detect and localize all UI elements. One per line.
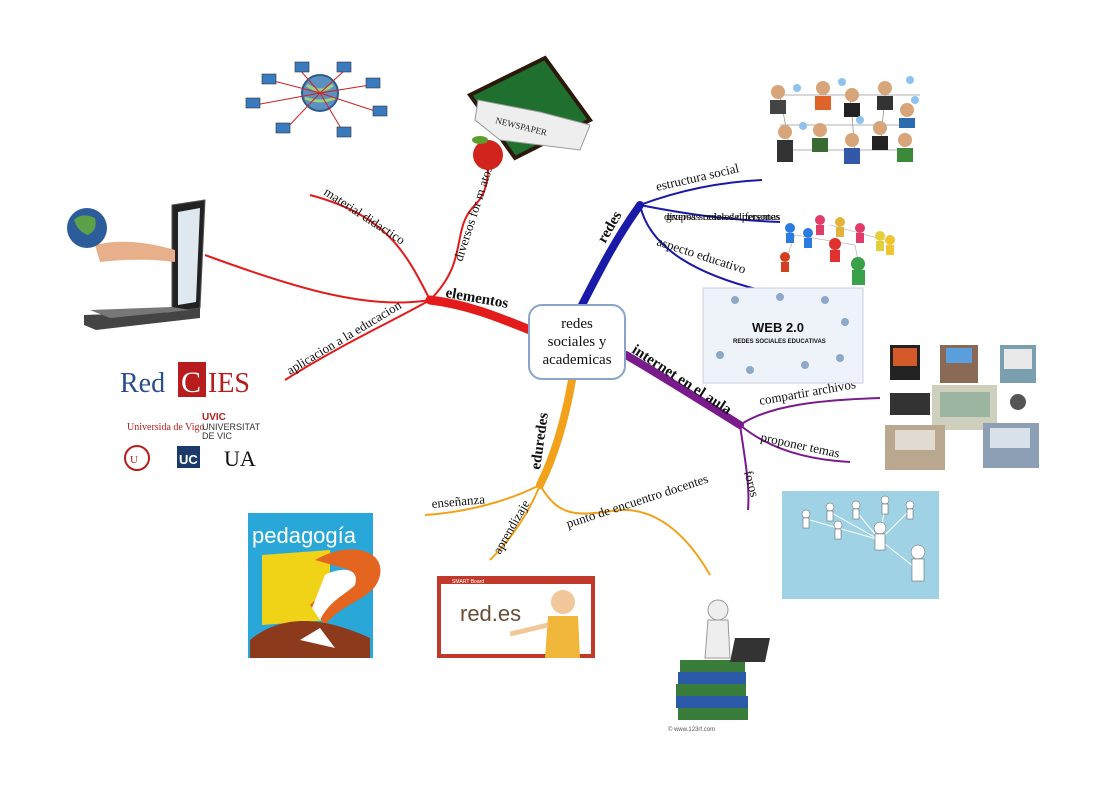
branch-redes-main bbox=[578, 201, 644, 309]
univ-vigo-text: Universida de Vigo bbox=[127, 422, 205, 433]
node-diversos-formatos: diversos for m atos bbox=[451, 164, 496, 263]
network-computers-image bbox=[245, 61, 388, 138]
web20-subtitle: REDES SOCIALES EDUCATIVAS bbox=[733, 339, 826, 345]
people-network-image bbox=[765, 73, 920, 168]
node-punto-encuentro: punto de encuentro docentes bbox=[564, 471, 710, 531]
branch-eduredes: eduredes enseñanza aprendizaje punto de … bbox=[424, 376, 711, 576]
pedagogia-image: pedagogía bbox=[248, 513, 381, 658]
connector-aspecto-educativo bbox=[639, 204, 761, 291]
branch-internet-main bbox=[622, 351, 744, 429]
redcies-red-text: Red bbox=[120, 368, 165, 399]
node-ensenanza: enseñanza bbox=[431, 491, 486, 511]
connector-proponer bbox=[739, 424, 851, 463]
connector-material-didactico bbox=[309, 194, 431, 301]
copyright-text: © www.123rf.com bbox=[668, 726, 715, 733]
connector-compartir bbox=[739, 397, 881, 426]
connector-laptop bbox=[204, 254, 431, 304]
node-foros: foros bbox=[741, 469, 762, 499]
pedagogia-text: pedagogía bbox=[252, 523, 357, 548]
uvic-head-text: UVIC bbox=[202, 412, 226, 423]
redes-board-text: red.es bbox=[460, 601, 521, 626]
redcies-ies-text: IES bbox=[208, 368, 250, 399]
connector-aprendizaje bbox=[489, 484, 541, 561]
laptop-globe-image bbox=[67, 199, 206, 330]
connector-estructura-social bbox=[639, 179, 763, 206]
uvic-line1-text: UNIVERSITAT bbox=[202, 422, 261, 432]
redcies-c-text: C bbox=[181, 366, 201, 399]
classroom-collage-image bbox=[885, 345, 1039, 470]
node-overlapping-text: diversas redes de personas grupos social… bbox=[664, 211, 783, 223]
node-aplicacion-educacion: aplicacion a la educacion bbox=[284, 297, 404, 378]
node-proponer-temas: proponer temas bbox=[759, 429, 841, 460]
branch-eduredes-main bbox=[536, 376, 576, 489]
uc-logo-text: UC bbox=[179, 452, 198, 467]
colored-figures-network-image bbox=[780, 215, 895, 285]
branch-elementos-main bbox=[425, 295, 535, 335]
redcies-logo-block: Red C IES Universida de Vigo UVIC UNIVER… bbox=[120, 362, 261, 471]
central-node-line2: sociales y bbox=[547, 334, 607, 350]
connector-ensenanza bbox=[424, 484, 541, 516]
ua-logo-text: UA bbox=[224, 446, 256, 471]
web20-title: WEB 2.0 bbox=[752, 320, 804, 335]
central-node-line1: redes bbox=[561, 316, 593, 332]
connector-sub-redes bbox=[639, 204, 781, 223]
smart-board-brand: SMART Board bbox=[452, 579, 484, 585]
branch-elementos: elementos material didactico diversos fo… bbox=[204, 149, 535, 381]
central-node-line3: academicas bbox=[542, 352, 612, 368]
connector-aplicacion bbox=[284, 299, 431, 381]
person-books-laptop-image: © www.123rf.com bbox=[665, 595, 785, 735]
branch-redes: redes estructura social diversas redes d… bbox=[578, 160, 783, 309]
central-node: redes sociales y academicas bbox=[528, 304, 626, 380]
connector-punto-encuentro bbox=[539, 484, 711, 576]
connector-diversos-formatos bbox=[429, 149, 489, 301]
foros-network-image bbox=[782, 491, 939, 599]
node-material-didactico: material didactico bbox=[321, 184, 408, 247]
connector-foros bbox=[739, 424, 750, 511]
newspaper-chalkboard-image: NEWSPAPER bbox=[467, 55, 593, 170]
branch-label-eduredes: eduredes bbox=[528, 412, 552, 471]
redes-smartboard-image: SMART Board red.es bbox=[437, 576, 595, 658]
uvic-line2-text: DE VIC bbox=[202, 431, 233, 441]
node-aprendizaje: aprendizaje bbox=[490, 497, 533, 557]
web20-image: WEB 2.0 REDES SOCIALES EDUCATIVAS bbox=[702, 287, 864, 384]
us-seal: U bbox=[130, 454, 138, 466]
